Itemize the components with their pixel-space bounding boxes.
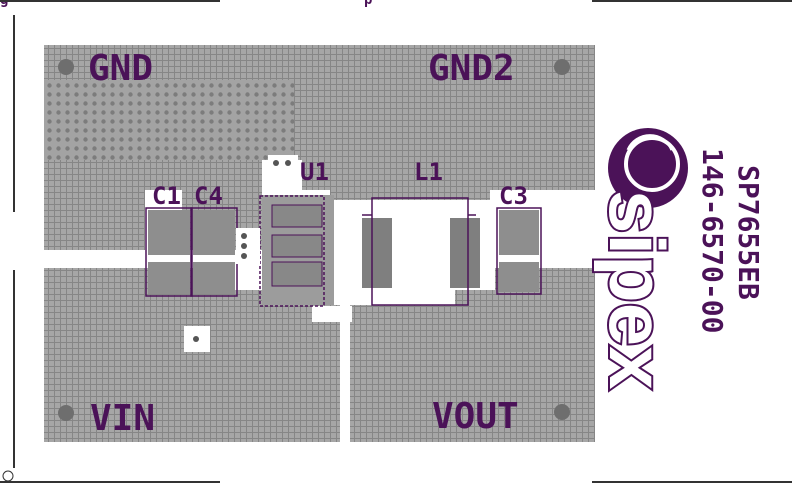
c1-footprint: [145, 207, 193, 297]
label-l1: L1: [414, 158, 443, 186]
label-gnd2: GND2: [428, 48, 515, 89]
header-fragment: g: [0, 0, 8, 8]
gnd-via-field: [44, 80, 294, 160]
board-part-number: SP7655EB: [732, 165, 765, 300]
vout-plane: [350, 268, 595, 442]
corner-mark: [2, 470, 14, 482]
u1-via-b: [285, 160, 291, 166]
header-fragment-right: p: [364, 0, 372, 8]
u1-via-a: [273, 160, 279, 166]
c3-footprint: [496, 207, 542, 295]
label-c4: C4: [194, 182, 223, 210]
vin-via: [193, 336, 199, 342]
label-c3: C3: [499, 182, 528, 210]
label-gnd: GND: [88, 48, 153, 89]
l1-footprint: [362, 197, 480, 306]
trace-gaps: [0, 155, 605, 448]
sipex-logo: sipex: [591, 128, 688, 391]
mounting-holes: [58, 59, 570, 421]
label-vout: VOUT: [432, 396, 519, 437]
board-serial: 146-6570-00: [696, 148, 729, 333]
label-u1: U1: [300, 158, 329, 186]
label-c1: C1: [152, 182, 181, 210]
sipex-logo-text: sipex: [593, 190, 681, 389]
label-vin: VIN: [90, 398, 155, 439]
u1-footprint: [236, 195, 334, 307]
vin-plane: [44, 268, 340, 442]
c4-footprint: [190, 207, 238, 297]
